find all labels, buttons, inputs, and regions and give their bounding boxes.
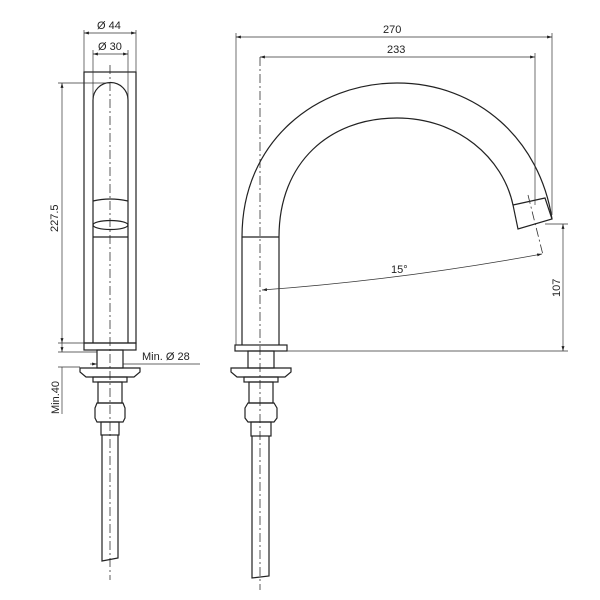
dim-hole: Min. Ø 28 (142, 351, 190, 363)
front-view: 270 233 107 15° (230, 24, 568, 590)
front-base-plate (234, 344, 288, 352)
dim-total-reach: 270 (383, 24, 401, 36)
side-flange (79, 367, 141, 378)
side-view: Ø 44 Ø 30 227.5 Min.40 Min. Ø 28 (49, 20, 200, 580)
dim-spout-reach: 233 (387, 44, 405, 56)
side-hose (101, 435, 119, 562)
spout-inner-arc (278, 117, 514, 238)
dim-outer-diameter: Ø 44 (97, 20, 121, 32)
front-hose (251, 436, 270, 579)
dim-angle: 15° (391, 264, 408, 276)
front-nut (244, 402, 278, 423)
dim-height: 227.5 (49, 204, 61, 232)
dim-inner-diameter: Ø 30 (98, 41, 122, 53)
spout-outer-arc (241, 82, 553, 238)
side-nut (94, 402, 126, 423)
dim-spout-height: 107 (551, 279, 563, 297)
dim-min-depth: Min.40 (50, 381, 62, 414)
spout-tip (512, 197, 553, 230)
angle-arc (261, 253, 543, 292)
front-flange (230, 367, 292, 378)
side-spout (92, 81, 129, 343)
side-aerator-outlet (92, 219, 129, 231)
